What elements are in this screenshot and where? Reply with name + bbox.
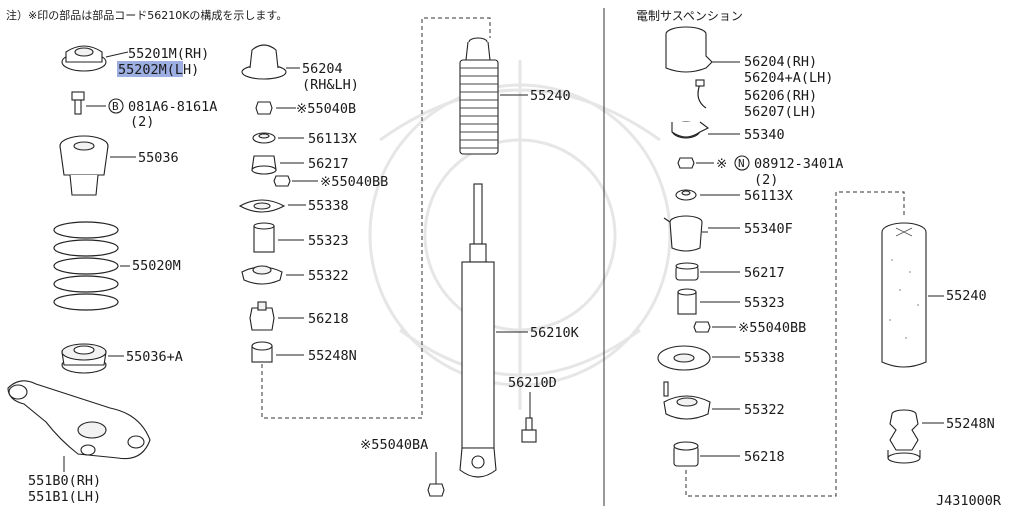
highlight-55202m (117, 61, 183, 77)
label-55240-right[interactable]: 55240 (946, 288, 987, 304)
bolt-shape (71, 91, 85, 115)
bumper-55248n-shape (251, 341, 273, 363)
label-55338-mid[interactable]: 55338 (308, 198, 349, 214)
group-bracket-right (685, 191, 905, 497)
label-55248n-mid[interactable]: 55248N (308, 348, 357, 364)
label-55240-mid[interactable]: 55240 (530, 88, 571, 104)
label-nut-code[interactable]: 08912-3401A (754, 156, 843, 172)
dust-boot-55240-shape (459, 37, 499, 155)
label-55248n-right[interactable]: 55248N (946, 416, 995, 432)
label-56204-rh[interactable]: 56204(RH) (744, 54, 817, 70)
washer-56113x-shape (252, 132, 276, 144)
shock-absorber-56210k-shape (427, 183, 497, 497)
upper-mount-55322-right-shape (663, 381, 711, 420)
washer-56113x-right-shape (675, 189, 697, 201)
nut-55040b-shape (255, 101, 273, 115)
nut-55040bb-shape (273, 175, 291, 187)
label-56204-mid[interactable]: 56204 (302, 61, 343, 77)
label-55040bb-right[interactable]: ※55040BB (738, 320, 806, 336)
label-55040b[interactable]: ※55040B (296, 101, 356, 117)
bolt-circle-b-icon (108, 98, 124, 114)
label-56218-mid[interactable]: 56218 (308, 311, 349, 327)
label-bolt-code[interactable]: 081A6-8161A (128, 99, 217, 115)
label-55322-right[interactable]: 55322 (744, 402, 785, 418)
label-55202m[interactable]: 55202M(LH) (118, 62, 199, 78)
label-55340[interactable]: 55340 (744, 127, 785, 143)
label-55040ba[interactable]: ※55040BA (360, 437, 428, 453)
coil-spring-shape (53, 221, 119, 311)
label-56206-rh[interactable]: 56206(RH) (744, 88, 817, 104)
svg-text:B: B (112, 100, 119, 113)
label-55020m[interactable]: 55020M (132, 258, 181, 274)
label-56217-mid[interactable]: 56217 (308, 156, 349, 172)
spacer-55323-right-shape (677, 288, 697, 315)
upper-mount-55322-shape (241, 265, 283, 285)
spring-seat-55036-shape (59, 135, 109, 196)
group-bracket-middle (261, 17, 491, 419)
svg-text:N: N (738, 157, 745, 170)
bushing-56217-shape (251, 155, 277, 175)
label-nut-qty: (2) (754, 172, 778, 188)
label-56204-side: (RH&LH) (302, 77, 359, 93)
label-56210d[interactable]: 56210D (508, 375, 557, 391)
nut-circle-n-icon (734, 155, 750, 171)
nut-08912-shape (677, 157, 695, 169)
mount-55201m-shape (61, 45, 107, 72)
label-nut-prefix: ※ (716, 156, 727, 172)
label-55323-mid[interactable]: 55323 (308, 233, 349, 249)
bump-cap-56204-shape (241, 44, 287, 80)
bolt-56210d-shape (521, 417, 537, 443)
actuator-55340-shape (671, 79, 710, 139)
label-56217-right[interactable]: 56217 (744, 265, 785, 281)
lower-arm-shape (7, 380, 151, 460)
label-55201m[interactable]: 55201M(RH) (128, 46, 209, 62)
label-56113x-right[interactable]: 56113X (744, 188, 793, 204)
header-note: 注）※印の部品は部品コード56210Kの構成を示します。 (6, 8, 287, 22)
bushing-56217-right-shape (675, 262, 699, 281)
label-bolt-qty: (2) (130, 114, 154, 130)
label-55322-mid[interactable]: 55322 (308, 268, 349, 284)
label-55323-right[interactable]: 55323 (744, 295, 785, 311)
label-551b0[interactable]: 551B0(RH) (28, 473, 101, 489)
label-56207-lh[interactable]: 56207(LH) (744, 104, 817, 120)
label-56113x-mid[interactable]: 56113X (308, 131, 357, 147)
plate-55338-shape (238, 199, 286, 213)
label-55338-right[interactable]: 55338 (744, 350, 785, 366)
label-551b1[interactable]: 551B1(LH) (28, 489, 101, 505)
bumper-55248n-right-shape (887, 409, 921, 464)
nut-55040bb-right-shape (693, 321, 711, 333)
label-55036a[interactable]: 55036+A (126, 349, 183, 365)
cover-56204-shape (665, 26, 713, 73)
label-55036[interactable]: 55036 (138, 150, 179, 166)
label-56204a-lh[interactable]: 56204+A(LH) (744, 70, 833, 86)
label-55340f[interactable]: 55340F (744, 221, 793, 237)
label-56218-right[interactable]: 56218 (744, 449, 785, 465)
bracket-55340f-shape (663, 215, 708, 252)
part-56218-right-shape (673, 441, 699, 467)
spacer-55323-shape (253, 222, 275, 253)
label-55040bb-mid[interactable]: ※55040BB (320, 174, 388, 190)
diagram-code: J431000R (936, 493, 1002, 509)
label-56210k[interactable]: 56210K (530, 325, 580, 341)
plate-55338-right-shape (657, 345, 711, 371)
dust-boot-55240-right-shape (881, 222, 927, 368)
lower-seat-55036a-shape (61, 343, 107, 374)
part-56218-shape (249, 301, 275, 331)
right-section-title: 電制サスペンション (636, 9, 743, 23)
watermark-emblem (368, 60, 672, 410)
